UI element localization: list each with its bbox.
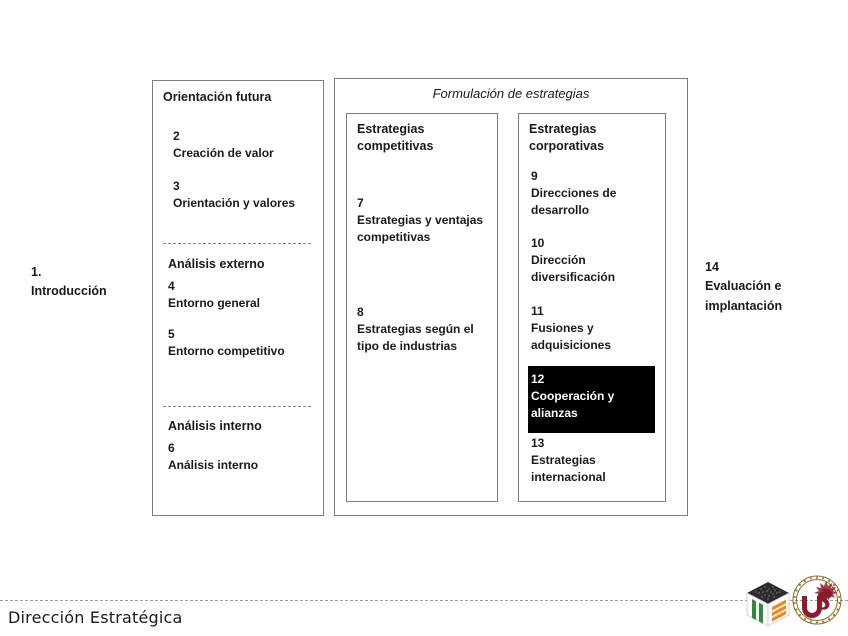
section-divider-external [163,243,311,244]
introduction-number: 1. [31,265,42,279]
entry-3-title: Orientación y valores [173,196,296,211]
entry-6: 6 Análisis interno [168,440,313,474]
entry-11-title: Fusiones y adquisiciones [531,321,612,353]
entry-10-number: 10 [531,236,545,250]
entry-7-title: Estrategias y ventajas competitivas [357,213,484,245]
entry-2: 2 Creación de valor [173,128,318,162]
entry-8: 8 Estrategias según el tipo de industria… [357,304,489,355]
entry-9: 9 Direcciones de desarrollo [531,168,661,219]
entry-13: 13 Estrategias internacional [531,435,661,486]
entry-5: 5 Entorno competitivo [168,326,288,360]
estrategias-competitivas-heading: Estrategias competitivas [357,122,434,154]
introduction-side-label: 1. Introducción [31,263,107,302]
analisis-externo-label: Análisis externo [168,257,265,271]
entry-3: 3 Orientación y valores [173,178,308,212]
entry-3-number: 3 [173,179,180,193]
footer-divider [0,600,848,601]
entry-4: 4 Entorno general [168,278,313,312]
entry-9-number: 9 [531,169,538,183]
entry-10-title: Dirección diversificación [531,253,616,285]
orientacion-futura-box [152,80,324,516]
cube-logo-icon [746,582,790,627]
estrategias-corporativas-box [518,113,666,502]
entry-12-title: Cooperación y alianzas [531,389,615,421]
entry-12-highlight-background [528,366,655,433]
entry-8-number: 8 [357,305,364,319]
entry-11: 11 Fusiones y adquisiciones [531,303,661,354]
entry-12-number: 12 [531,372,545,386]
universidad-de-sevilla-seal-icon [792,575,842,625]
evaluation-number: 14 [705,260,719,274]
entry-13-number: 13 [531,436,545,450]
estrategias-corporativas-heading: Estrategias corporativas [529,122,605,154]
entry-10: 10 Dirección diversificación [531,235,661,286]
entry-5-title: Entorno competitivo [168,344,285,359]
orientacion-futura-heading: Orientación futura [163,90,272,104]
entry-5-number: 5 [168,327,175,341]
entry-7: 7 Estrategias y ventajas competitivas [357,195,485,246]
entry-6-title: Análisis interno [168,458,259,473]
evaluation-title: Evaluación e implantación [705,279,783,313]
entry-7-number: 7 [357,196,364,210]
entry-12: 12 Cooperación y alianzas [531,371,659,422]
entry-4-title: Entorno general [168,296,261,311]
footer-title: Dirección Estratégica [8,608,183,627]
entry-2-number: 2 [173,129,180,143]
footer-logos [740,570,848,636]
entry-6-number: 6 [168,441,175,455]
entry-2-title: Creación de valor [173,146,274,161]
introduction-title: Introducción [31,284,107,299]
formulacion-de-estrategias-title: Formulación de estrategias [432,86,590,101]
estrategias-competitivas-box [346,113,498,502]
entry-4-number: 4 [168,279,175,293]
entry-11-number: 11 [531,304,544,318]
entry-13-title: Estrategias internacional [531,453,606,485]
entry-8-title: Estrategias según el tipo de industrias [357,322,474,354]
evaluation-side-label: 14 Evaluación e implantación [705,258,830,316]
analisis-interno-label: Análisis interno [168,419,262,433]
entry-9-title: Direcciones de desarrollo [531,186,617,218]
section-divider-internal [163,406,311,407]
